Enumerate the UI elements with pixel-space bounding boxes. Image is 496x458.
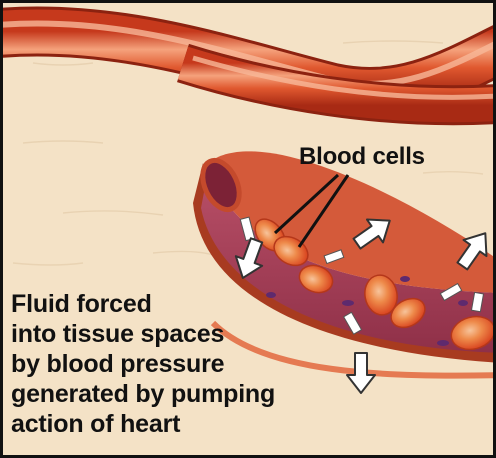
fluid-caption: Fluid forced into tissue spaces by blood… bbox=[11, 289, 275, 439]
caption-line: by blood pressure bbox=[11, 349, 275, 379]
blood-cells-label: Blood cells bbox=[299, 143, 425, 171]
caption-line: Fluid forced bbox=[11, 289, 275, 319]
caption-line: generated by pumping bbox=[11, 379, 275, 409]
caption-line: action of heart bbox=[11, 409, 275, 439]
caption-line: into tissue spaces bbox=[11, 319, 275, 349]
